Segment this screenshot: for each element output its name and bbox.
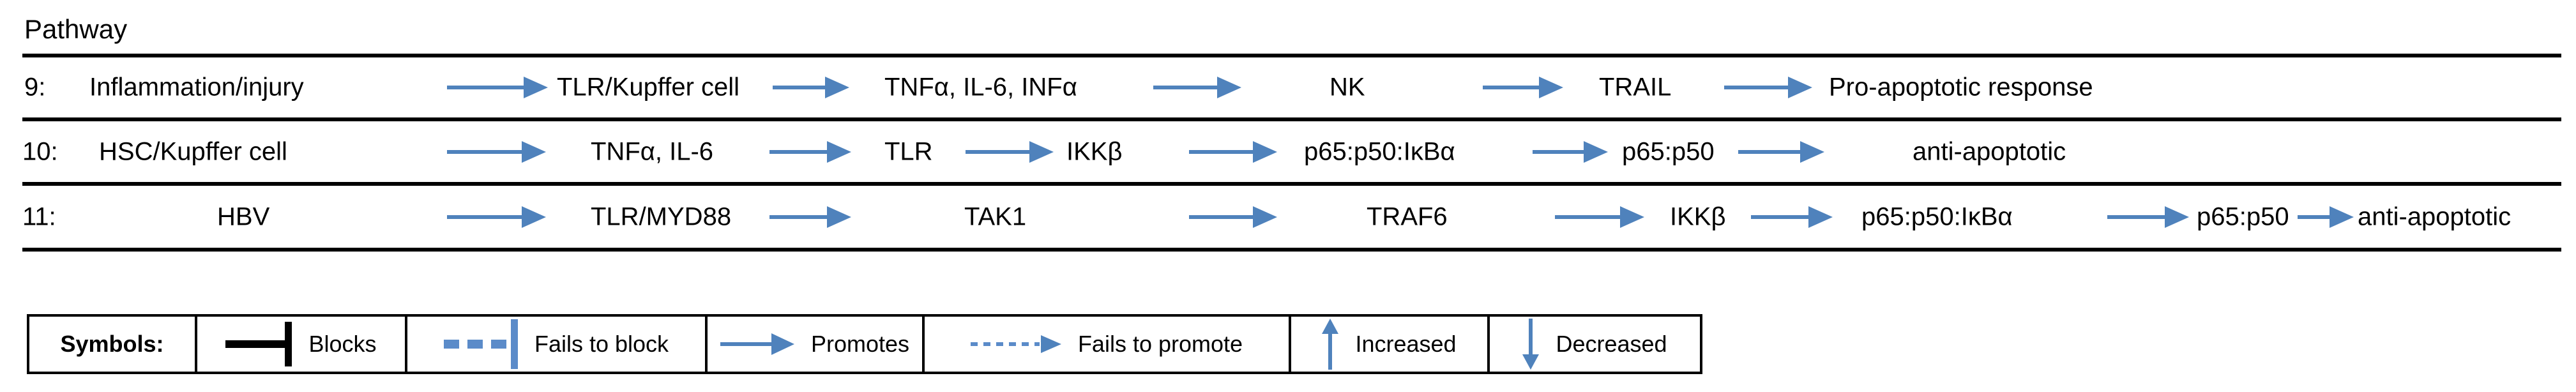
pathway-node: anti-apoptotic (2358, 202, 2512, 230)
legend-label-blocks: Blocks (308, 331, 377, 357)
legend-cell-blocks: Blocks (195, 317, 405, 372)
legend-label-increased: Increased (1355, 331, 1457, 357)
pathway-row-9: 9: Inflammation/injury TLR/Kupffer cell TNF… (0, 57, 2576, 117)
pathway-node: IKKβ (1670, 202, 1726, 230)
pathway-node: Inflammation/injury (89, 73, 304, 102)
fails-to-block-icon (443, 319, 518, 369)
table-rule-row9 (22, 117, 2561, 121)
pathway-node: p65:p50 (2197, 202, 2289, 230)
promotes-arrow-icon (1189, 206, 1277, 229)
legend-cell-decreased: Decreased (1487, 317, 1700, 372)
pathway-node: TLR/Kupffer cell (557, 73, 740, 102)
increased-icon (1322, 319, 1339, 370)
promotes-arrow-icon (1153, 76, 1241, 99)
pathway-node: anti-apoptotic (1913, 137, 2066, 165)
pathway-number: 10: (22, 137, 58, 165)
fails-to-promote-icon (970, 335, 1061, 354)
promotes-arrow-icon (447, 76, 548, 99)
table-rule-row10 (22, 182, 2561, 186)
promotes-arrow-icon (447, 206, 546, 229)
pathway-node: p65:p50 (1622, 137, 1715, 165)
pathway-node: NK (1330, 73, 1365, 102)
pathway-node: TAK1 (964, 202, 1027, 230)
pathway-node: HSC/Kupffer cell (99, 137, 287, 165)
promotes-arrow-icon (1533, 140, 1608, 163)
table-rule-row11 (22, 248, 2561, 252)
pathway-node: IKKβ (1066, 137, 1123, 165)
legend-label-promotes: Promotes (810, 331, 910, 357)
legend-label-decreased: Decreased (1556, 331, 1667, 357)
promotes-arrow-icon (1483, 76, 1563, 99)
pathway-node: TRAIL (1599, 73, 1672, 102)
promotes-arrow-icon (769, 140, 851, 163)
pathway-node: HBV (217, 202, 270, 230)
promotes-arrow-icon (2107, 206, 2189, 229)
promotes-arrow-icon (1724, 76, 1812, 99)
promotes-arrow-icon (1751, 206, 1833, 229)
promotes-arrow-icon (1738, 140, 1824, 163)
legend-label-fails-to-block: Fails to block (534, 331, 669, 357)
promotes-arrow-icon (966, 140, 1054, 163)
pathway-node: TNFα, IL-6 (591, 137, 714, 165)
pathway-node: TLR (884, 137, 933, 165)
pathway-node: Pro-apoptotic response (1829, 73, 2093, 102)
table-header-pathway: Pathway (24, 14, 128, 44)
pathway-row-11: 11: HBV TLR/MYD88 TAK1 TRAF6 IKKβ p65:p50:IκBα… (0, 186, 2576, 248)
promotes-arrow-icon (769, 206, 851, 229)
pathway-node: p65:p50:IκBα (1861, 202, 2013, 230)
legend-cell-promotes: Promotes (705, 317, 922, 372)
promotes-arrow-icon (1189, 140, 1277, 163)
pathway-node: TRAF6 (1367, 202, 1448, 230)
legend-cell-fails-to-block: Fails to block (405, 317, 705, 372)
table-rule-header (22, 54, 2561, 57)
legend-cell-increased: Increased (1289, 317, 1487, 372)
pathway-node: p65:p50:IκBα (1304, 137, 1455, 165)
decreased-icon (1522, 319, 1540, 370)
promotes-arrow-icon (2298, 206, 2354, 229)
legend-title: Symbols: (60, 331, 164, 357)
promotes-arrow-icon (773, 76, 849, 99)
legend-cell-fails-to-promote: Fails to promote (922, 317, 1289, 372)
pathway-number: 11: (22, 202, 56, 230)
pathway-row-10: 10: HSC/Kupffer cell TNFα, IL-6 TLR IKKβ p65:… (0, 121, 2576, 182)
promotes-arrow-icon (447, 140, 546, 163)
pathway-node: TNFα, IL-6, INFα (884, 73, 1077, 102)
legend-title-cell: Symbols: (29, 317, 195, 372)
pathway-node: TLR/MYD88 (591, 202, 732, 230)
legend-box: Symbols: Blocks Fails to block Promotes Fail… (27, 314, 1702, 374)
blocks-icon (225, 322, 292, 366)
promotes-icon (720, 333, 794, 356)
promotes-arrow-icon (1555, 206, 1644, 229)
pathway-number: 9: (24, 73, 46, 102)
legend-label-fails-to-promote: Fails to promote (1077, 331, 1243, 357)
